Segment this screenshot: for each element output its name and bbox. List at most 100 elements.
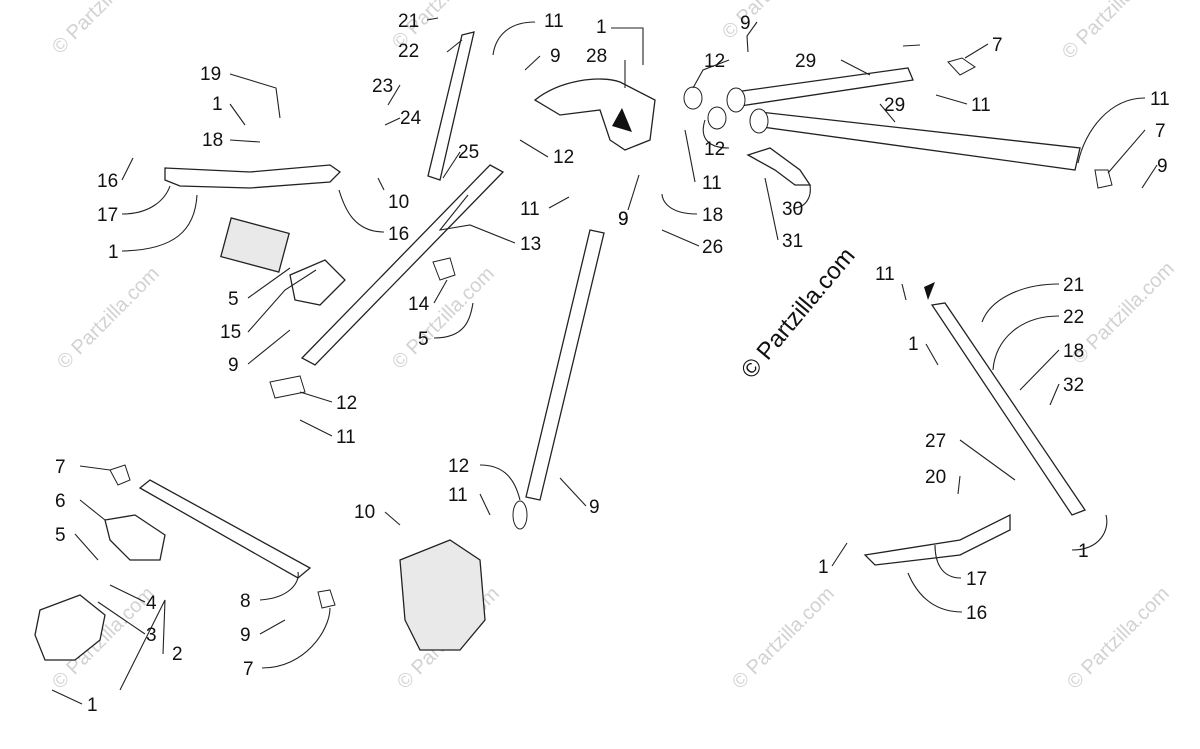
leader bbox=[627, 174, 640, 211]
watermark: © Partzilla.com bbox=[718, 0, 829, 44]
leader bbox=[338, 189, 385, 233]
leader bbox=[79, 465, 111, 471]
callout: 1 bbox=[1078, 541, 1089, 562]
leader bbox=[901, 283, 907, 301]
callout: 9 bbox=[240, 625, 251, 646]
callout: 7 bbox=[55, 457, 66, 478]
callout: 1 bbox=[818, 557, 829, 578]
watermark: © Partzilla.com bbox=[48, 0, 159, 59]
leader bbox=[377, 177, 385, 191]
bracket-plate bbox=[746, 147, 812, 186]
callout: 16 bbox=[97, 171, 118, 192]
callout: 11 bbox=[1150, 89, 1170, 110]
leader bbox=[524, 55, 541, 71]
watermark: © Partzilla.com bbox=[1068, 258, 1179, 369]
leader bbox=[957, 475, 961, 495]
leader bbox=[97, 601, 146, 635]
leader bbox=[684, 129, 696, 183]
leader bbox=[384, 511, 401, 526]
leader bbox=[247, 329, 291, 365]
callout: 4 bbox=[146, 593, 157, 614]
leader bbox=[1049, 383, 1060, 406]
bushing-12b bbox=[707, 106, 727, 130]
vertical-tube bbox=[525, 229, 605, 501]
leader bbox=[702, 119, 730, 149]
callout: 12 bbox=[704, 139, 725, 160]
leader bbox=[247, 267, 291, 299]
callout: 18 bbox=[1063, 341, 1084, 362]
leader bbox=[433, 279, 448, 304]
leader bbox=[935, 94, 968, 105]
callout: 1 bbox=[596, 17, 607, 38]
clamp-14 bbox=[432, 257, 456, 281]
callout: 11 bbox=[971, 95, 991, 116]
leader bbox=[559, 477, 587, 507]
steering-bracket bbox=[533, 78, 656, 151]
leader bbox=[661, 229, 700, 247]
end-cap-7d bbox=[317, 589, 336, 609]
leader bbox=[446, 39, 463, 53]
callout: 7 bbox=[1155, 121, 1166, 142]
leader bbox=[879, 103, 896, 123]
leader bbox=[692, 59, 730, 89]
tube-end bbox=[726, 87, 746, 113]
upper-tube-2 bbox=[754, 111, 1081, 171]
callout: 11 bbox=[702, 173, 722, 194]
callout: 25 bbox=[458, 142, 479, 163]
leader bbox=[840, 59, 871, 76]
leader bbox=[479, 464, 521, 501]
leader bbox=[1019, 349, 1060, 391]
callout: 1 bbox=[108, 242, 119, 263]
callout: 1 bbox=[908, 334, 919, 355]
module-bracket bbox=[104, 514, 166, 561]
watermark: © Partzilla.com bbox=[53, 263, 164, 374]
callout: 28 bbox=[586, 46, 607, 67]
callout: 30 bbox=[782, 199, 803, 220]
callout: 9 bbox=[618, 209, 629, 230]
leader bbox=[661, 193, 698, 215]
end-cap-7 bbox=[947, 57, 976, 76]
leader bbox=[1107, 129, 1146, 174]
callout: 15 bbox=[220, 322, 241, 343]
callouts: 21 22 23 24 11 9 28 1 25 12 19 1 18 16 1… bbox=[55, 11, 1170, 716]
center-watermark: © Partzilla.com bbox=[736, 243, 861, 384]
brace-bar-upper bbox=[427, 31, 475, 181]
lower-crossbar bbox=[138, 479, 312, 579]
callout: 24 bbox=[400, 108, 422, 129]
callout: 3 bbox=[146, 625, 157, 646]
callout: 21 bbox=[398, 11, 419, 32]
leader bbox=[1077, 97, 1146, 164]
callout: 5 bbox=[418, 329, 429, 350]
callout: 11 bbox=[875, 264, 895, 285]
leader bbox=[442, 151, 461, 179]
callout: 11 bbox=[448, 485, 468, 506]
callout: 29 bbox=[884, 95, 905, 116]
parts bbox=[34, 31, 1113, 661]
leader bbox=[426, 17, 439, 21]
leader bbox=[792, 184, 811, 209]
callout: 22 bbox=[398, 41, 419, 62]
leader bbox=[964, 43, 989, 59]
callout: 12 bbox=[704, 51, 725, 72]
leader bbox=[384, 117, 401, 126]
callout: 2 bbox=[172, 644, 183, 665]
leader bbox=[611, 27, 644, 65]
callout: 31 bbox=[782, 231, 803, 252]
leader bbox=[992, 315, 1060, 371]
callout: 18 bbox=[202, 130, 223, 151]
leader bbox=[121, 194, 198, 252]
leader bbox=[109, 584, 146, 603]
brace-bar-right bbox=[930, 302, 1086, 516]
diagonal-tube bbox=[300, 164, 505, 366]
callout: 5 bbox=[55, 525, 66, 546]
callout: 5 bbox=[228, 289, 239, 310]
leader bbox=[119, 599, 166, 691]
callout: 14 bbox=[408, 294, 430, 315]
leader bbox=[902, 44, 921, 47]
callout: 12 bbox=[336, 393, 357, 414]
leader bbox=[548, 196, 570, 209]
leader bbox=[51, 689, 83, 705]
leader bbox=[121, 185, 171, 215]
watermark: © Partzilla.com bbox=[1063, 583, 1174, 694]
